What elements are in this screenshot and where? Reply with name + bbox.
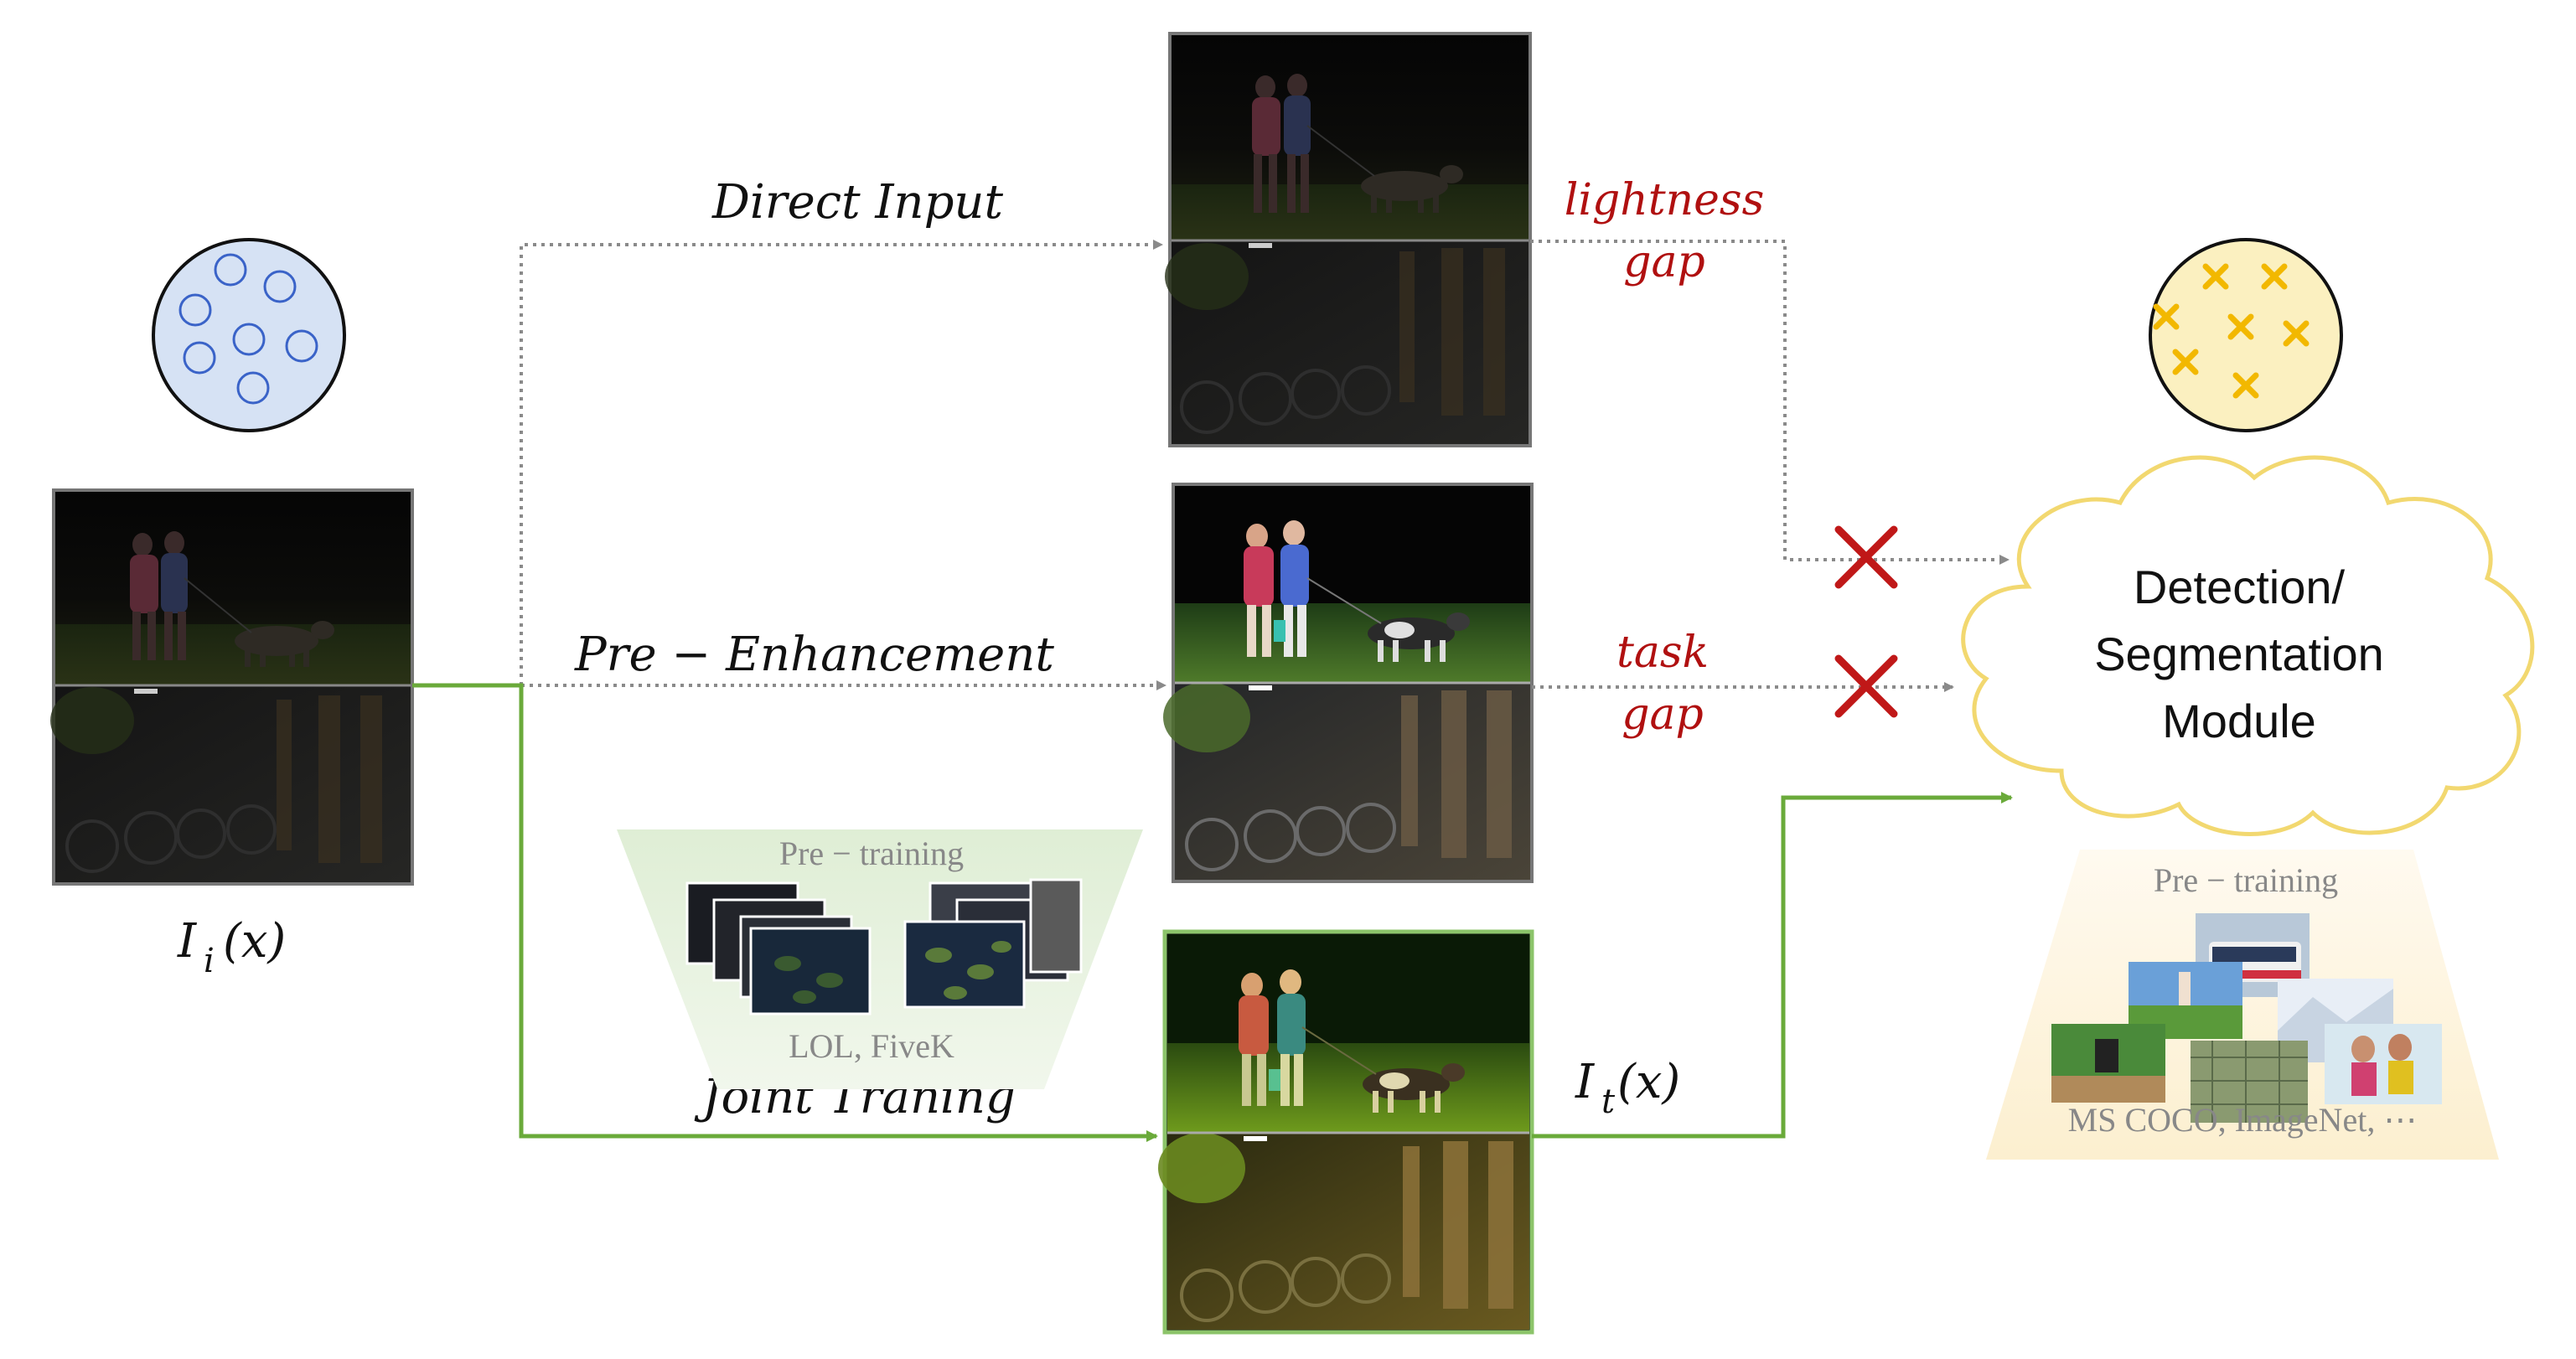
svg-text:(x): (x) [1617,1055,1680,1109]
input-image [50,488,414,886]
direct-input-label: Direct Input [711,175,1003,230]
pre-enhancement-label: Pre − Enhancement [574,628,1054,682]
module-label-line3: Module [2162,695,2316,747]
task-gap-label-line2: gap [1622,690,1704,740]
task-gap-label-line1: task [1616,628,1709,678]
pretraining-enhancement-panel: Pre − training LOL, FiveK [617,829,1143,1089]
lightness-gap-arrow [1530,240,2010,565]
svg-text:I: I [1575,1055,1596,1109]
svg-text:t: t [1601,1083,1616,1121]
output-image-label: I t (x) [1575,1055,1680,1121]
pretraining-label-left: Pre − training [779,835,964,872]
red-x-icon [1834,525,1898,589]
direct-input-image [1165,32,1532,447]
detection-segmentation-module: Detection/ Segmentation Module [1961,455,2535,836]
dataset-thumbnails-right [2051,913,2442,1123]
lightness-gap-label-line2: gap [1623,237,1705,287]
module-label-line2: Segmentation [2094,628,2384,680]
red-x-icon [1834,654,1898,718]
svg-text:i: i [204,942,215,980]
blue-circles-distribution-icon [152,238,346,432]
lightness-gap-label-line1: lightness [1565,175,1765,225]
pre-enhanced-image [1163,483,1534,883]
svg-text:(x): (x) [223,914,286,969]
joint-training-arrow [412,683,1158,1142]
input-image-label: I i (x) [177,914,286,980]
output-to-module-arrow [1532,792,2013,1139]
module-label-line1: Detection/ [2134,561,2346,613]
svg-text:I: I [177,914,198,969]
datasets-label-right: MS COCO, ImageNet, ⋯ [2068,1101,2418,1139]
yellow-crosses-distribution-icon [2149,238,2343,432]
dataset-thumbnails-left [685,878,1083,1015]
direct-input-arrow [412,240,1163,687]
pretraining-label-right: Pre − training [2154,861,2338,899]
pretraining-detection-panel: Pre − training [1986,850,2499,1160]
datasets-label-left: LOL, FiveK [789,1027,954,1065]
joint-training-output-image [1158,929,1534,1335]
